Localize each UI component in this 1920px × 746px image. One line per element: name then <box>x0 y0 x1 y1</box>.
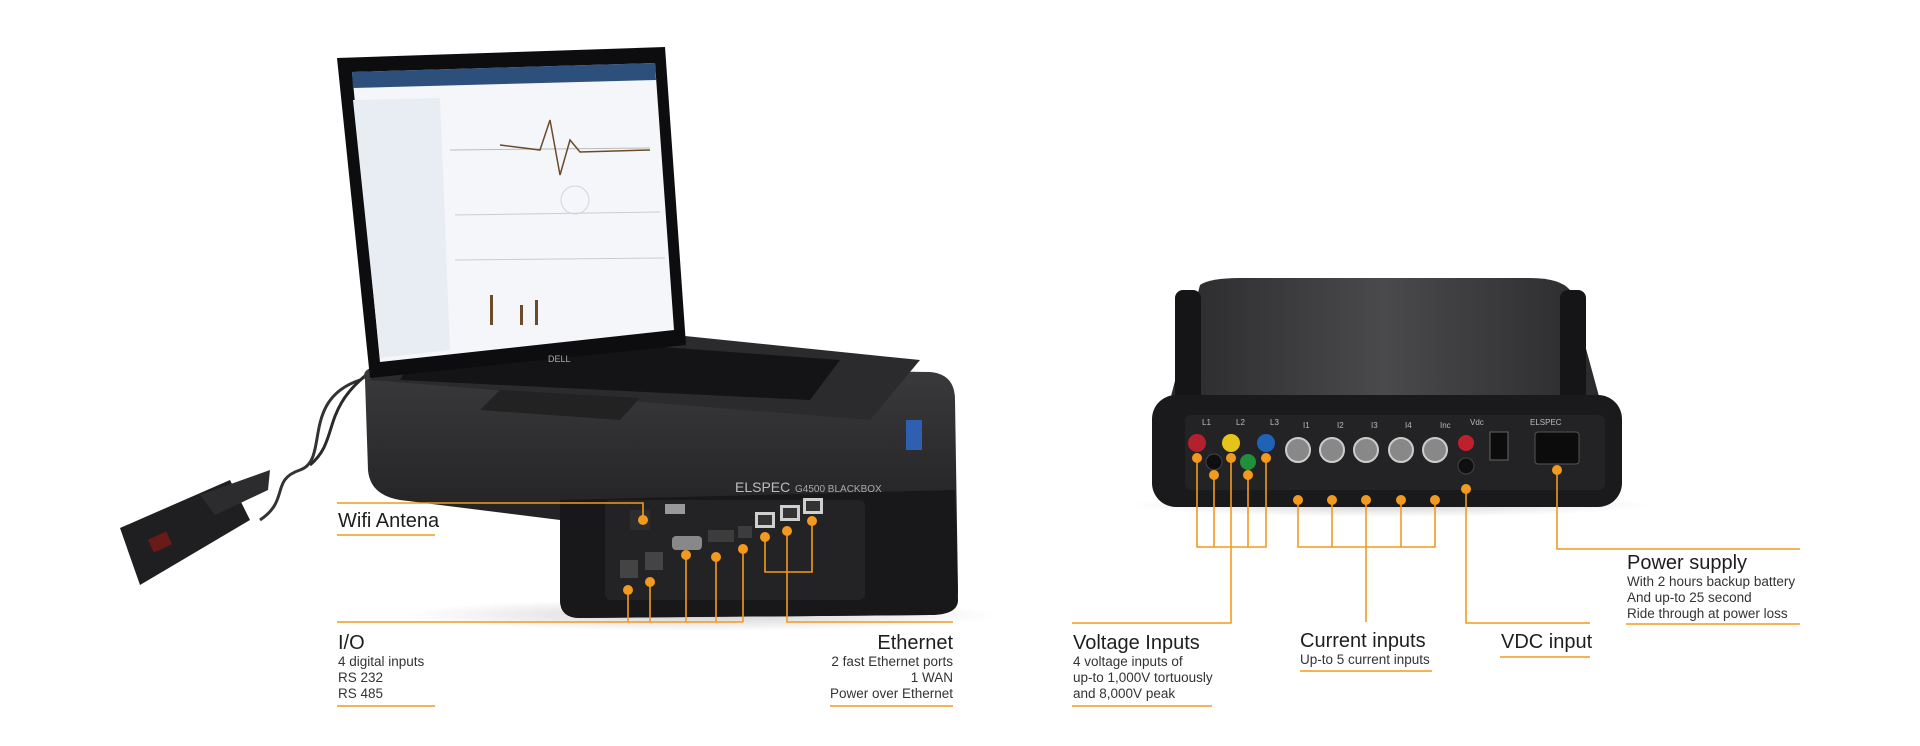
power-leader <box>1556 470 1800 550</box>
laptop: DELL <box>337 47 920 420</box>
current-clamp <box>120 370 371 585</box>
callout-line: and 8,000V peak <box>1073 686 1176 701</box>
callout-voltage: Voltage Inputs 4 voltage inputs of up-to… <box>1073 632 1213 702</box>
vdc-leader <box>1465 489 1590 624</box>
callout-title: Ethernet <box>877 632 953 654</box>
callout-vdc: VDC input <box>1501 631 1592 653</box>
callout-line: RS 232 <box>338 670 384 685</box>
callout-line: 4 digital inputs <box>338 654 425 669</box>
callout-line: RS 485 <box>338 686 384 701</box>
wifi-leader <box>337 502 644 520</box>
voltage-jack-ground <box>1240 454 1256 470</box>
usb-port <box>665 504 685 514</box>
rs232-port <box>672 536 702 550</box>
port-label: L3 <box>1270 418 1279 427</box>
callout-ethernet: Ethernet 2 fast Ethernet ports 1 WAN Pow… <box>830 632 953 702</box>
io-terminal <box>620 560 638 578</box>
laptop-logo: DELL <box>548 354 571 364</box>
callout-title: VDC input <box>1501 631 1593 653</box>
voltage-jack-l3 <box>1257 434 1275 452</box>
port-label: I4 <box>1405 421 1412 430</box>
current-leader <box>1297 500 1436 622</box>
callout-line: Ride through at power loss <box>1627 606 1788 621</box>
current-bnc-connectors <box>1285 437 1448 463</box>
io-terminal <box>645 552 663 570</box>
blackbox-unit: ELSPEC G4500 BLACKBOX <box>364 366 1000 631</box>
io-leader <box>337 549 744 623</box>
callout-power: Power supply With 2 hours backup battery… <box>1627 552 1795 622</box>
callout-line: Power over Ethernet <box>829 686 953 701</box>
voltage-jack-l1 <box>1188 434 1206 452</box>
voltage-leader <box>1072 458 1267 624</box>
power-inlet <box>1534 431 1580 465</box>
voltage-jacks <box>1188 434 1275 471</box>
callout-line: Up-to 5 current inputs <box>1300 652 1430 667</box>
port-label: L1 <box>1202 418 1211 427</box>
callout-title: Current inputs <box>1300 630 1426 652</box>
vdc-jack-positive <box>1458 435 1474 451</box>
callout-title: I/O <box>338 632 365 654</box>
meter-unit-rear: L1 L2 L3 I1 I2 I3 I4 Inc Vdc ELSPEC <box>1130 278 1650 517</box>
status-indicator <box>906 420 922 450</box>
meter-logo: ELSPEC <box>1530 418 1562 427</box>
callout-lines <box>337 458 1800 707</box>
port-label: I1 <box>1303 421 1310 430</box>
port-label: L2 <box>1236 418 1245 427</box>
voltage-jack-l2 <box>1222 434 1240 452</box>
callout-line: up-to 1,000V tortuously <box>1073 670 1213 685</box>
callout-dots <box>623 453 1562 595</box>
port-label: I3 <box>1371 421 1378 430</box>
blackbox-model: G4500 BLACKBOX <box>795 484 882 495</box>
callout-title: Power supply <box>1627 552 1748 574</box>
power-switch <box>1489 431 1509 461</box>
port-label: I2 <box>1337 421 1344 430</box>
callout-line: 2 fast Ethernet ports <box>831 654 953 669</box>
callout-current: Current inputs Up-to 5 current inputs <box>1300 630 1430 668</box>
callout-wifi: Wifi Antena <box>338 510 439 532</box>
callout-title: Wifi Antena <box>338 510 440 532</box>
callout-line: 4 voltage inputs of <box>1073 654 1183 669</box>
callout-io: I/O 4 digital inputs RS 232 RS 485 <box>338 632 424 702</box>
callout-line: With 2 hours backup battery <box>1627 574 1796 589</box>
callout-line: 1 WAN <box>910 670 953 685</box>
ethernet-leader <box>764 521 953 623</box>
callout-line: And up-to 25 second <box>1627 590 1752 605</box>
vdc-jack-negative <box>1457 457 1475 475</box>
voltage-jack-n <box>1205 453 1223 471</box>
blackbox-logo: ELSPEC <box>735 479 790 495</box>
port-label: Vdc <box>1470 418 1484 427</box>
port-label: Inc <box>1440 421 1451 430</box>
callout-title: Voltage Inputs <box>1073 632 1200 654</box>
io-terminal <box>708 530 734 542</box>
io-terminal <box>738 526 752 538</box>
